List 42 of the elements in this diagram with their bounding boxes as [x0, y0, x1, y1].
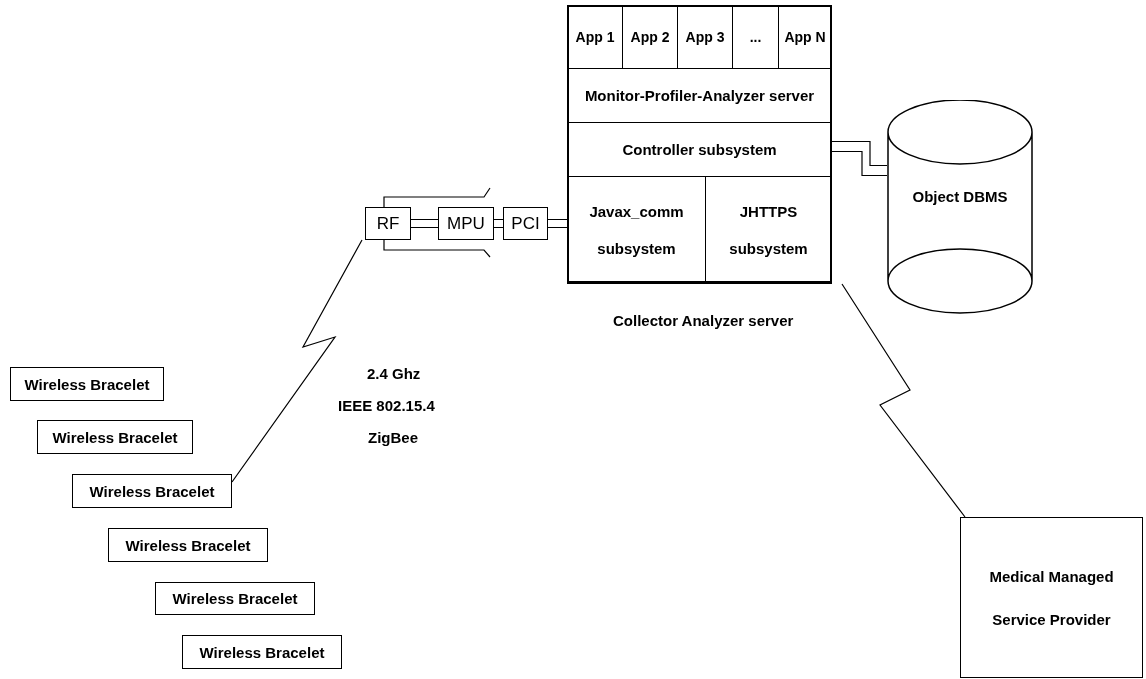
server-box — [567, 5, 832, 284]
device-box — [182, 635, 342, 669]
node-label: Controller subsystem — [622, 141, 777, 158]
device-box — [72, 474, 232, 508]
node-label: MPU — [447, 213, 485, 234]
caption-label: Collector Analyzer server — [613, 312, 794, 329]
node-label: Javax_comm subsystem — [588, 202, 685, 259]
device-box — [10, 367, 164, 401]
hardware-box — [438, 207, 494, 240]
node-label: App N — [784, 29, 826, 45]
provider-box — [960, 517, 1143, 678]
node-label: Object DBMS — [912, 188, 1008, 205]
double-connector-line — [410, 218, 439, 229]
device-box — [108, 528, 268, 562]
node-label: Wireless Bracelet — [52, 428, 178, 446]
hardware-box — [365, 207, 411, 240]
double-connector-line — [831, 140, 888, 177]
double-connector-line — [547, 218, 568, 229]
node-label: Wireless Bracelet — [89, 482, 215, 500]
node-label: Wireless Bracelet — [24, 375, 150, 393]
node-label: Wireless Bracelet — [172, 590, 298, 607]
frequency-label: IEEE 802.15.4 — [338, 397, 435, 414]
node-label: Wireless Bracelet — [125, 536, 251, 554]
node-label: Wireless Bracelet — [199, 643, 325, 661]
database-cylinder — [887, 100, 1033, 314]
device-box — [37, 420, 193, 454]
frequency-label: 2.4 Ghz — [367, 365, 421, 382]
node-label: App 2 — [630, 29, 670, 45]
node-label: ... — [749, 29, 762, 45]
frequency-label: ZigBee — [368, 429, 418, 446]
node-label: App 3 — [685, 29, 725, 45]
node-label: Monitor-Profiler-Analyzer server — [584, 87, 815, 104]
hardware-box — [503, 207, 548, 240]
node-label: App 1 — [575, 29, 615, 45]
node-label: PCI — [511, 213, 540, 234]
node-label: RF — [376, 213, 400, 234]
node-label: Medical Managed Service Provider — [988, 566, 1115, 630]
double-connector-line — [493, 218, 504, 229]
wireless-link-lightning — [841, 283, 966, 518]
device-box — [155, 582, 315, 615]
wireless-link-lightning — [231, 239, 363, 483]
node-label: JHTTPS subsystem — [728, 202, 809, 259]
